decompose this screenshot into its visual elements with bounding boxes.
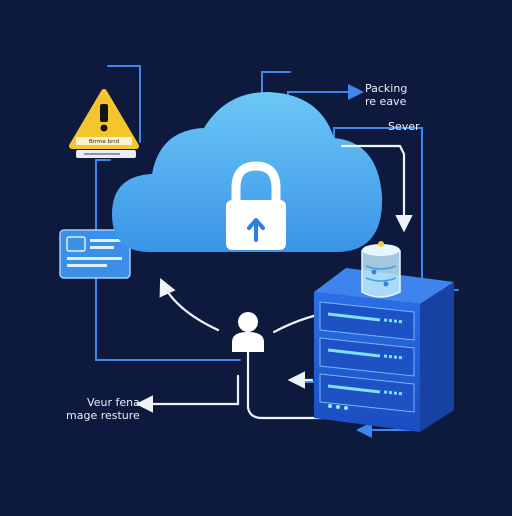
arrow-to-label [135,374,240,413]
white-arrows [135,144,413,420]
warning-text: Brrme brrd [89,139,119,145]
packing-label-line2: re eave [365,95,407,108]
connector-cloud-top [261,71,291,95]
warning-icon: Brrme brrd [69,89,139,158]
connector-warning [107,65,141,143]
user-icon [232,312,264,352]
card-icon [59,229,131,279]
database-icon [361,241,401,298]
bottom-left-label: Veur fena mage resture [66,396,140,422]
arrow-user-to-cloud [159,278,220,332]
server-label: Sever [388,120,420,133]
bottom-left-label-line2: mage resture [66,409,140,422]
arrow-user-down [246,350,332,420]
server-units [319,301,415,413]
bottom-left-label-line1: Veur fena [87,396,140,409]
arrow-cloud-to-rack [340,144,413,233]
server-rack-icon [314,268,454,432]
lock-icon [226,161,286,250]
packing-label-line1: Packing [365,82,408,95]
packing-label: Packing re eave [365,82,407,108]
